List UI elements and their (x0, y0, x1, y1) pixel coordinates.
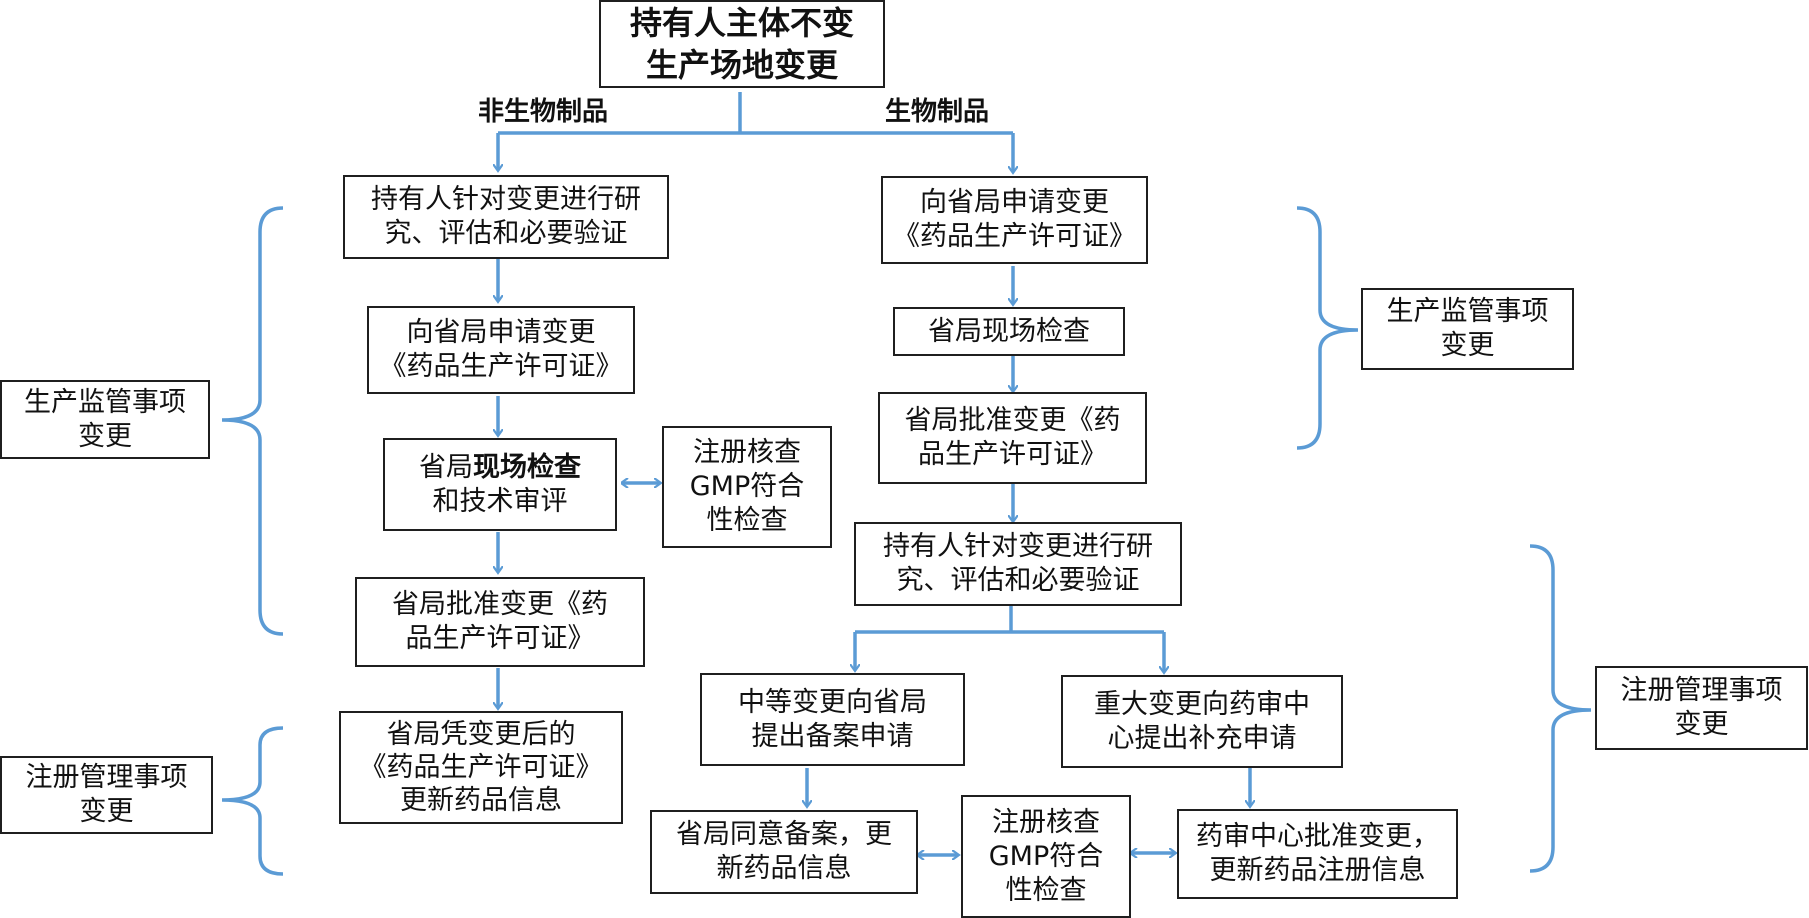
right-cat-registration-line1: 注册管理事项 (1620, 675, 1783, 706)
left-approve-box: 省局批准变更《药 品生产许可证》 (355, 577, 645, 667)
right-category-registration: 注册管理事项 变更 (1595, 666, 1808, 750)
right-record-line2: 新药品信息 (716, 853, 852, 884)
brace-left-production (221, 206, 284, 636)
branch-label-non-biological: 非生物制品 (478, 97, 609, 127)
right-research-line2: 究、评估和必要验证 (896, 565, 1140, 596)
left-apply-line2: 《药品生产许可证》 (379, 351, 623, 382)
right-record-box: 省局同意备案，更 新药品信息 (650, 810, 918, 894)
left-update-box: 省局凭变更后的 《药品生产许可证》 更新药品信息 (339, 711, 623, 824)
left-update-line1: 省局凭变更后的 (386, 719, 576, 750)
right-approve-line2: 品生产许可证》 (918, 439, 1107, 470)
left-apply-box: 向省局申请变更 《药品生产许可证》 (367, 306, 635, 394)
right-moderate-line2: 提出备案申请 (751, 720, 914, 752)
left-cat-registration-line1: 注册管理事项 (25, 762, 188, 793)
right-research-box: 持有人针对变更进行研 究、评估和必要验证 (854, 522, 1182, 606)
right-inspect-box: 省局现场检查 (893, 307, 1125, 356)
left-research-line2: 究、评估和必要验证 (384, 218, 628, 249)
brace-left-registration (221, 726, 284, 876)
right-apply-line1: 向省局申请变更 (920, 187, 1109, 218)
left-research-line1: 持有人针对变更进行研 (371, 184, 641, 215)
left-cat-registration-line2: 变更 (79, 796, 134, 827)
right-gmp-line1: 注册核查 (992, 806, 1100, 838)
left-gmp-line1: 注册核查 (693, 437, 801, 468)
left-cat-production-line2: 变更 (78, 420, 132, 452)
left-update-line3: 更新药品信息 (400, 785, 562, 816)
right-major-line1: 重大变更向药审中 (1094, 688, 1310, 720)
left-inspect-line2: 和技术审评 (432, 485, 568, 517)
title-line1: 持有人主体不变 (629, 4, 854, 42)
right-gmp-line3: 性检查 (1005, 874, 1087, 906)
right-cat-production-line2: 变更 (1440, 330, 1495, 361)
right-cde-box: 药审中心批准变更， 更新药品注册信息 (1177, 809, 1458, 899)
brace-right-production (1296, 206, 1359, 450)
branch-label-biological: 生物制品 (885, 97, 990, 127)
connector-title-split (498, 92, 1013, 135)
left-approve-line2: 品生产许可证》 (405, 623, 595, 654)
left-cat-production-line1: 生产监管事项 (24, 386, 186, 418)
left-apply-line1: 向省局申请变更 (406, 317, 596, 348)
right-major-line2: 心提出补充申请 (1107, 722, 1297, 754)
right-cde-line1: 药审中心批准变更， (1196, 821, 1439, 852)
left-category-registration: 注册管理事项 变更 (0, 756, 213, 834)
right-inspect-line1: 省局现场检查 (928, 315, 1090, 347)
left-approve-line1: 省局批准变更《药 (392, 589, 608, 620)
right-research-line1: 持有人针对变更进行研 (883, 531, 1153, 562)
right-cat-registration-line2: 变更 (1674, 709, 1729, 740)
left-gmp-line3: 性检查 (706, 505, 788, 536)
right-cde-line2: 更新药品注册信息 (1209, 855, 1426, 886)
title-line2: 生产场地变更 (645, 46, 838, 84)
right-apply-box: 向省局申请变更 《药品生产许可证》 (881, 176, 1148, 264)
right-gmp-line2: GMP符合 (988, 840, 1104, 872)
right-cat-production-line1: 生产监管事项 (1386, 296, 1549, 327)
brace-right-registration (1529, 544, 1592, 873)
left-inspect-box: 省局现场检查 和技术审评 (383, 438, 617, 531)
right-major-box: 重大变更向药审中 心提出补充申请 (1061, 675, 1343, 768)
right-approve-line1: 省局批准变更《药 (904, 405, 1121, 436)
left-gmp-line2: GMP符合 (689, 471, 805, 502)
left-inspect-line1: 省局现场检查 (419, 451, 581, 485)
left-inspect-bold: 现场检查 (473, 451, 581, 483)
right-record-line1: 省局同意备案，更 (676, 819, 892, 850)
right-approve-box: 省局批准变更《药 品生产许可证》 (878, 392, 1147, 484)
right-category-production: 生产监管事项 变更 (1361, 288, 1574, 370)
right-moderate-line1: 中等变更向省局 (738, 686, 927, 718)
right-gmp-box: 注册核查 GMP符合 性检查 (961, 795, 1131, 918)
connector-right-split (855, 606, 1164, 634)
left-research-box: 持有人针对变更进行研 究、评估和必要验证 (343, 175, 669, 259)
left-update-line2: 《药品生产许可证》 (359, 752, 603, 783)
right-apply-line2: 《药品生产许可证》 (893, 221, 1136, 252)
left-category-production: 生产监管事项 变更 (0, 380, 210, 459)
left-inspect-prefix: 省局 (419, 451, 473, 483)
left-gmp-box: 注册核查 GMP符合 性检查 (662, 426, 832, 548)
title-box: 持有人主体不变 生产场地变更 (599, 0, 885, 88)
right-moderate-box: 中等变更向省局 提出备案申请 (700, 673, 965, 766)
